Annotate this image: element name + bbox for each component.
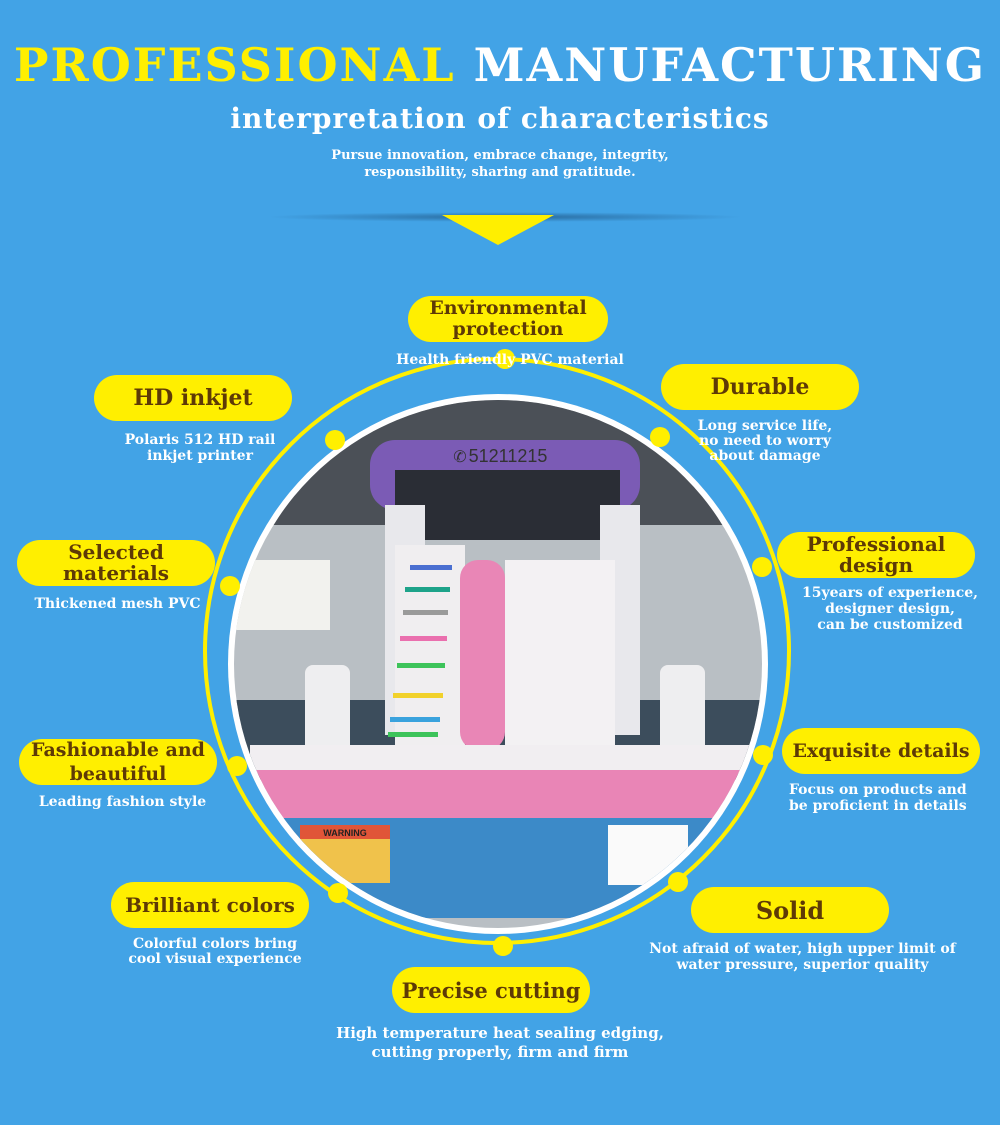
feature-desc: Not afraid of water, high upper limit of… bbox=[620, 941, 985, 973]
ring-dot bbox=[328, 883, 348, 903]
feature-title: beautiful bbox=[69, 763, 167, 785]
desc-line: no need to worry bbox=[698, 433, 831, 449]
desc-line: Polaris 512 HD rail bbox=[124, 432, 276, 448]
feature-solid: Solid bbox=[691, 887, 889, 933]
title-white: MANUFACTURING bbox=[473, 38, 987, 92]
feature-title: Environmental bbox=[429, 297, 587, 319]
page-title: PROFESSIONAL MANUFACTURING bbox=[0, 38, 1000, 92]
feature-exquisite-details: Exquisite details bbox=[782, 728, 980, 774]
desc-line: High temperature heat sealing edging, bbox=[336, 1024, 664, 1042]
ring-dot bbox=[220, 576, 240, 596]
feature-title: Fashionable and bbox=[31, 739, 205, 761]
desc-line: Colorful colors bring bbox=[132, 936, 297, 952]
desc-line: be proficient in details bbox=[789, 798, 967, 814]
ring-dot bbox=[325, 430, 345, 450]
desc-line: designer design, bbox=[825, 601, 955, 617]
title-yellow: PROFESSIONAL bbox=[13, 38, 456, 92]
feature-title: design bbox=[838, 553, 914, 577]
ladder-steps bbox=[388, 565, 452, 737]
ring-dot bbox=[650, 427, 670, 447]
desc-line: 15years of experience, bbox=[802, 585, 978, 601]
desc-line: can be customized bbox=[817, 617, 963, 633]
ring-dot bbox=[493, 936, 513, 956]
feature-desc: Leading fashion style bbox=[38, 794, 207, 810]
ring-dots bbox=[220, 349, 773, 956]
tagline-line: responsibility, sharing and gratitude. bbox=[364, 165, 636, 180]
feature-desc: 15years of experience,designer design,ca… bbox=[780, 585, 1000, 633]
desc-line: cool visual experience bbox=[128, 951, 302, 967]
ring-dot bbox=[753, 745, 773, 765]
feature-desc: Health friendly PVC material bbox=[396, 352, 624, 368]
feature-title: materials bbox=[62, 561, 170, 585]
ring-dot bbox=[495, 349, 515, 369]
feature-hd-inkjet: HD inkjet bbox=[94, 375, 292, 421]
feature-title: Professional bbox=[806, 532, 946, 556]
ring-dot bbox=[227, 756, 247, 776]
feature-title: Selected bbox=[68, 540, 164, 564]
desc-line: inkjet printer bbox=[147, 448, 253, 464]
desc-line: cutting properly, firm and firm bbox=[371, 1043, 629, 1061]
desc-line: about damage bbox=[709, 448, 821, 464]
tagline: Pursue innovation, embrace change, integ… bbox=[0, 147, 1000, 181]
warning-label: WARNING bbox=[323, 828, 367, 838]
subtitle: interpretation of characteristics bbox=[230, 102, 770, 135]
ring-dot bbox=[668, 872, 688, 892]
feature-durable: Durable bbox=[661, 364, 859, 410]
desc-line: Focus on products and bbox=[789, 782, 967, 798]
ring-dot bbox=[752, 557, 772, 577]
feature-brilliant-colors: Brilliant colors bbox=[111, 882, 309, 928]
down-arrow-icon bbox=[442, 215, 554, 245]
feature-desc: High temperature heat sealing edging,cut… bbox=[310, 1024, 690, 1062]
tagline-line: Pursue innovation, embrace change, integ… bbox=[331, 148, 669, 163]
phone-icon: ✆ bbox=[453, 447, 466, 466]
desc-line: Not afraid of water, high upper limit of bbox=[649, 941, 956, 957]
desc-line: Long service life, bbox=[697, 418, 833, 434]
feature-precise-cutting: Precise cutting bbox=[392, 967, 590, 1013]
feature-title: protection bbox=[452, 318, 564, 340]
feature-desc: Thickened mesh PVC bbox=[34, 596, 201, 612]
desc-line: water pressure, superior quality bbox=[676, 957, 929, 973]
phone-number: 51211215 bbox=[469, 446, 548, 466]
